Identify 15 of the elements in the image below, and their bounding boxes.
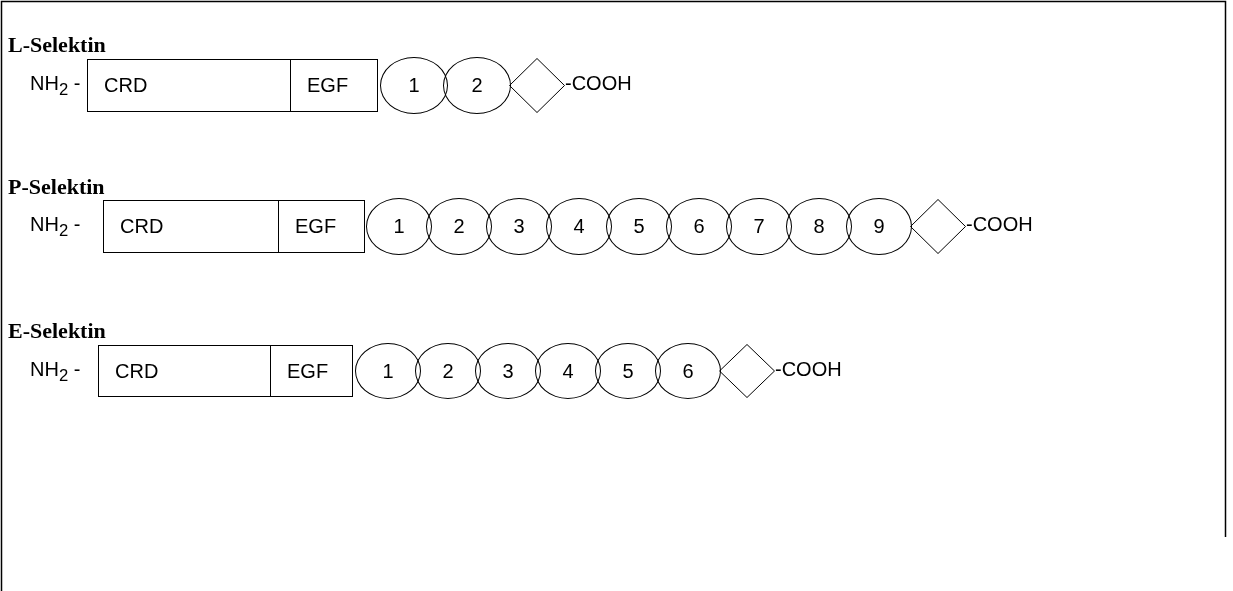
domain-box: CRD (98, 345, 271, 397)
heading: L-Selektin (8, 32, 106, 58)
heading: E-Selektin (8, 318, 106, 344)
domain-box: EGF (270, 345, 353, 397)
domain-box: CRD (103, 200, 279, 253)
heading: P-Selektin (8, 174, 105, 200)
terminal-label: NH$_{2}$ - (30, 213, 81, 241)
terminal-label: -COOH (565, 72, 632, 95)
domain-box: CRD (87, 59, 291, 112)
terminal-label: NH$_{2}$ - (30, 72, 81, 100)
terminal-label: -COOH (775, 358, 842, 381)
terminal-label: NH$_{2}$ - (30, 358, 81, 386)
terminal-label: -COOH (966, 213, 1033, 236)
domain-box: EGF (278, 200, 365, 253)
domain-box: EGF (290, 59, 378, 112)
